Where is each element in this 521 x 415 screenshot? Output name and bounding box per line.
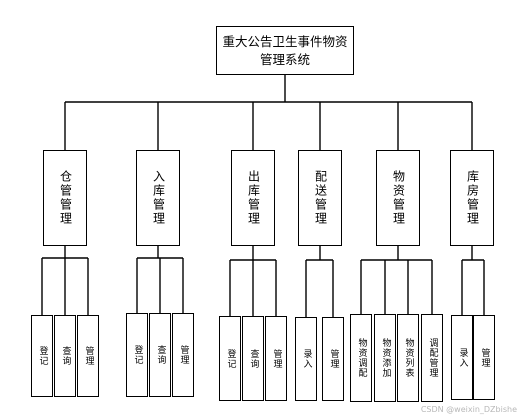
- leaf-entry: 录入: [295, 317, 317, 401]
- leaf-allocation-manage: 调配管理: [421, 314, 443, 402]
- module-inbound: 入库管理: [136, 150, 180, 246]
- leaf-manage: 管理: [172, 313, 194, 397]
- leaf-register: 登记: [126, 313, 148, 397]
- leaf-query: 查询: [54, 315, 76, 397]
- leaf-manage: 管理: [473, 315, 495, 400]
- watermark: CSDN @weixin_DZbishe: [420, 405, 517, 414]
- leaf-supply-add: 物资添加: [374, 314, 396, 402]
- leaf-supply-list: 物资列表: [397, 314, 419, 402]
- leaf-register: 登记: [31, 315, 53, 397]
- leaf-manage: 管理: [77, 315, 99, 397]
- root-title-line2: 管理系统: [259, 51, 310, 67]
- module-outbound: 出库管理: [231, 150, 275, 246]
- root-node: 重大公告卫生事件物资 管理系统: [216, 26, 354, 75]
- root-title-line1: 重大公告卫生事件物资: [222, 33, 348, 49]
- leaf-register: 登记: [219, 316, 241, 401]
- leaf-entry: 录入: [451, 315, 473, 400]
- module-warehouse-keeping: 仓管管理: [43, 150, 87, 246]
- leaf-manage: 管理: [322, 317, 344, 401]
- leaf-manage: 管理: [265, 316, 287, 401]
- leaf-supply-allocation: 物资调配: [350, 314, 372, 402]
- module-storeroom: 库房管理: [450, 150, 494, 246]
- module-supplies: 物资管理: [376, 150, 420, 246]
- leaf-query: 查询: [149, 313, 171, 397]
- leaf-query: 查询: [242, 316, 264, 401]
- module-delivery: 配送管理: [298, 150, 342, 246]
